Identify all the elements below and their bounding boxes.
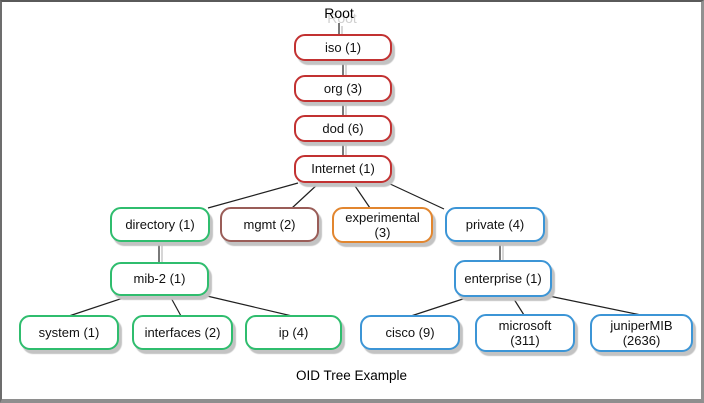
- node-dod-label: dod (6): [322, 120, 364, 136]
- node-directory-label: directory (1): [125, 216, 195, 232]
- node-system: system (1): [19, 315, 119, 350]
- node-enterprise-label: enterprise (1): [464, 270, 542, 286]
- node-junipermib: juniperMIB (2636): [590, 314, 693, 352]
- node-iso: iso (1): [294, 34, 392, 61]
- node-org-label: org (3): [323, 80, 363, 96]
- node-private: private (4): [445, 207, 545, 242]
- node-junipermib-label: juniperMIB (2636): [610, 317, 673, 348]
- node-microsoft-label: microsoft (311): [498, 317, 552, 348]
- node-cisco: cisco (9): [360, 315, 460, 350]
- node-ip-label: ip (4): [278, 324, 309, 340]
- node-mgmt: mgmt (2): [220, 207, 319, 242]
- root-node-label: Root: [324, 5, 354, 21]
- node-interfaces: interfaces (2): [132, 315, 233, 350]
- node-system-label: system (1): [38, 324, 100, 340]
- node-internet: Internet (1): [294, 155, 392, 183]
- node-directory: directory (1): [110, 207, 210, 242]
- node-enterprise: enterprise (1): [454, 260, 552, 297]
- node-interfaces-label: interfaces (2): [144, 324, 221, 340]
- node-dod: dod (6): [294, 115, 392, 142]
- node-microsoft: microsoft (311): [475, 314, 575, 352]
- diagram-caption: OID Tree Example: [295, 368, 408, 383]
- node-iso-label: iso (1): [324, 39, 362, 55]
- node-internet-label: Internet (1): [311, 161, 375, 177]
- node-experimental-label: experimental (3): [345, 209, 420, 240]
- node-experimental: experimental (3): [332, 207, 433, 243]
- node-private-label: private (4): [465, 216, 525, 232]
- node-mgmt-label: mgmt (2): [243, 216, 296, 232]
- node-cisco-label: cisco (9): [385, 324, 435, 340]
- node-ip: ip (4): [245, 315, 342, 350]
- node-mib2-label: mib-2 (1): [133, 271, 186, 287]
- node-mib2: mib-2 (1): [110, 262, 209, 296]
- node-org: org (3): [294, 75, 392, 102]
